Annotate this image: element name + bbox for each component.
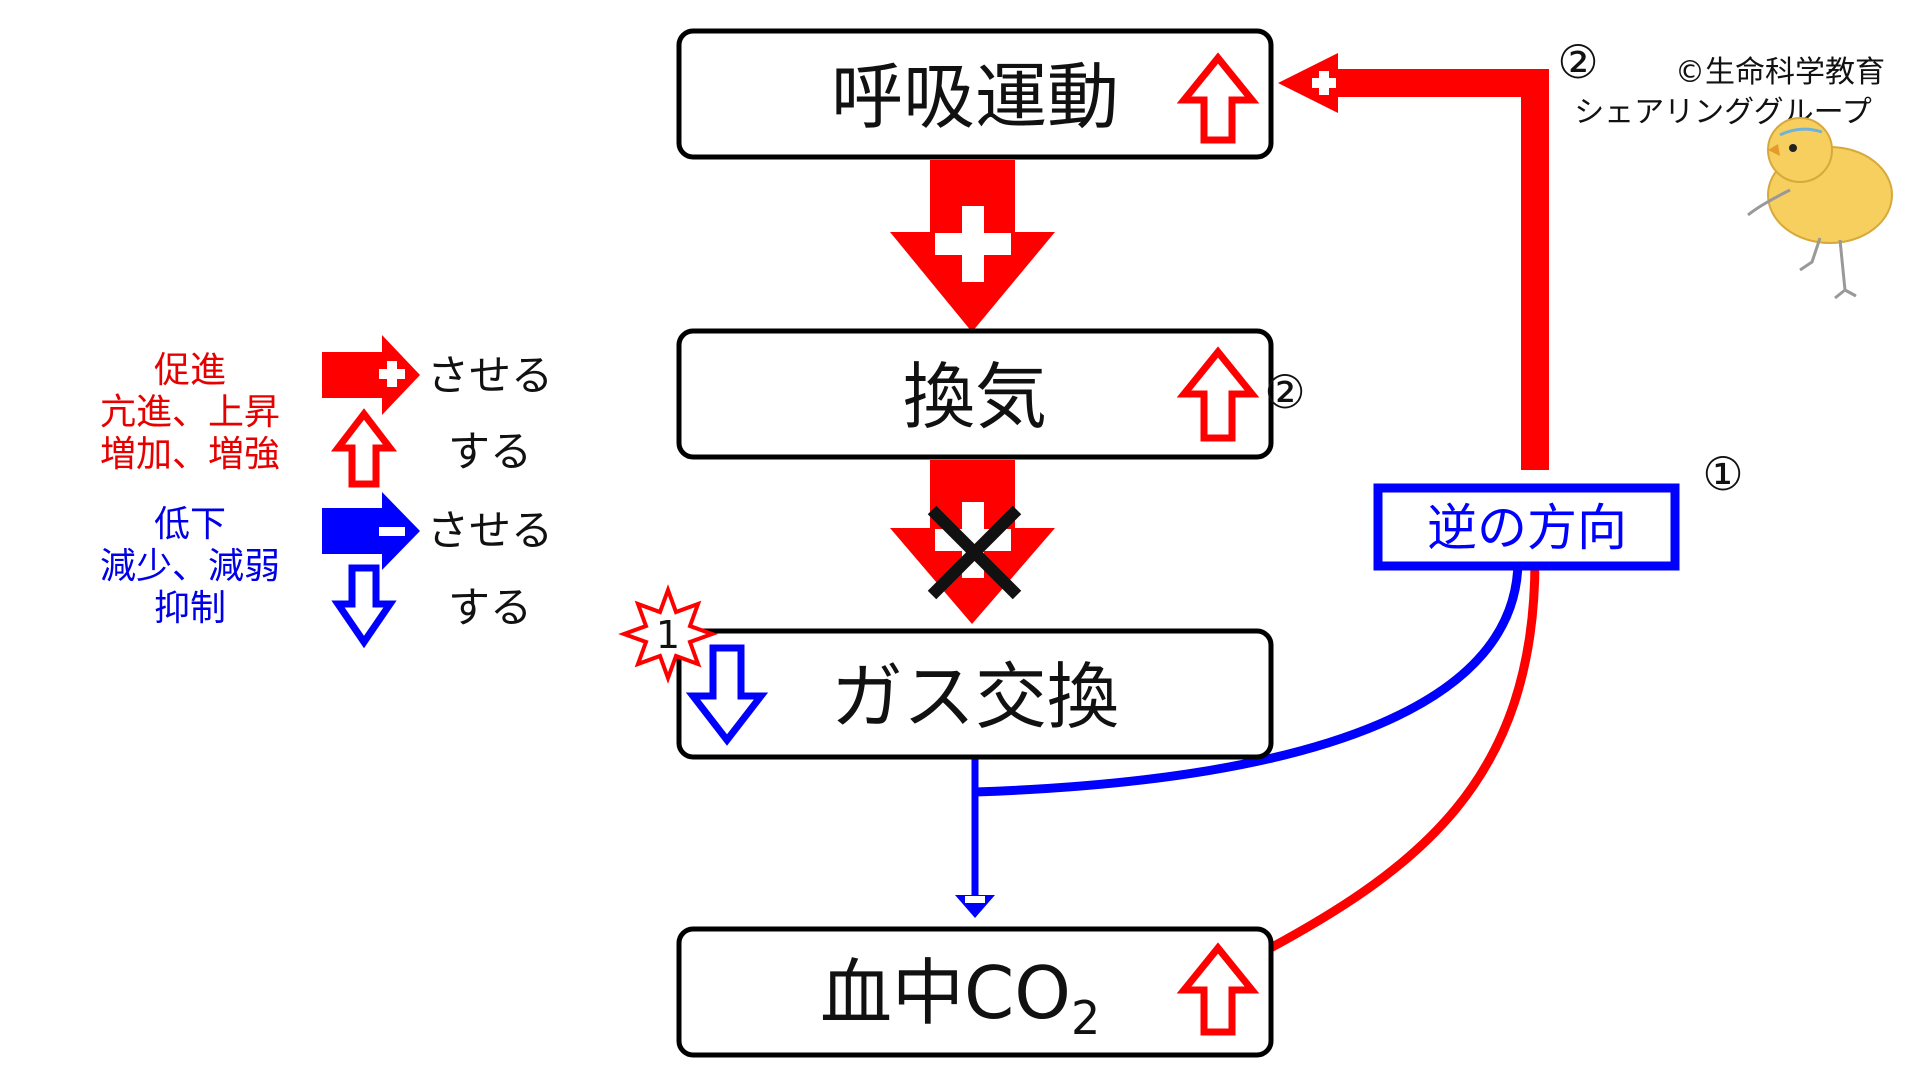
legend-minus-arrow-icon bbox=[322, 492, 420, 570]
legend-blue-term-3: 抑制 bbox=[154, 588, 226, 629]
credit-line2: シェアリンググループ bbox=[1574, 95, 1872, 130]
legend-blue-term-2: 減少、減弱 bbox=[100, 546, 280, 587]
legend-red-self: する bbox=[448, 427, 532, 476]
box-label-respiratory: 呼吸運動 bbox=[831, 55, 1119, 139]
legend-down-arrow-icon bbox=[331, 564, 397, 649]
box-label-ventilation: 換気 bbox=[903, 355, 1047, 439]
cross-icon bbox=[927, 505, 1022, 600]
legend-up-arrow-icon bbox=[330, 408, 398, 488]
up-arrow-icon bbox=[1176, 942, 1260, 1036]
legend-blue-term-1: 低下 bbox=[154, 504, 226, 545]
feedback-blue-curve bbox=[974, 559, 1523, 797]
marker-ventilation: ② bbox=[1264, 365, 1305, 419]
feedback-red-curve bbox=[1245, 559, 1540, 964]
legend-blue-cause: させる bbox=[427, 506, 553, 555]
chick-illustration bbox=[1747, 117, 1893, 300]
box-label-gas-exchange: ガス交換 bbox=[831, 655, 1119, 739]
reverse-direction-label: 逆の方向 bbox=[1427, 499, 1627, 557]
plus-arrow-icon bbox=[890, 160, 1055, 332]
reverse-direction-box: 逆の方向 bbox=[1373, 483, 1680, 571]
feedback-red-line bbox=[1335, 69, 1549, 470]
blocked-plus-arrow bbox=[890, 460, 1055, 624]
box-label-blood-co2: 血中CO2 bbox=[820, 951, 1100, 1045]
down-arrow-icon bbox=[685, 644, 769, 746]
gas-to-blood-minus-arrowhead bbox=[955, 895, 995, 918]
box-blood-co2: 血中CO2 bbox=[676, 926, 1274, 1058]
credit-line1: ©生命科学教育 bbox=[1675, 55, 1885, 90]
box-gas-exchange: ガス交換 bbox=[676, 628, 1274, 760]
blood-co2-subscript: 2 bbox=[1071, 991, 1100, 1045]
box-ventilation: 換気 ② bbox=[676, 328, 1306, 460]
legend-red-term-1: 促進 bbox=[154, 350, 226, 391]
up-arrow-icon bbox=[1176, 52, 1260, 144]
starburst-number: 1 bbox=[656, 613, 680, 657]
legend-blue-self: する bbox=[448, 583, 532, 632]
marker-top-right: ② bbox=[1557, 35, 1598, 89]
box-respiratory-movement: 呼吸運動 bbox=[676, 28, 1274, 160]
legend-red-term-3: 増加、増強 bbox=[100, 434, 280, 475]
feedback-plus-arrowhead bbox=[1278, 53, 1338, 113]
up-arrow-icon bbox=[1176, 346, 1260, 442]
starburst-icon: 1 bbox=[618, 584, 718, 684]
legend: 促進 亢進、上昇 増加、増強 させる する 低下 減少、減弱 抑制 させる する bbox=[100, 335, 553, 649]
blood-co2-main: 血中CO bbox=[820, 951, 1071, 1035]
legend-plus-arrow-icon bbox=[322, 335, 420, 415]
legend-red-cause: させる bbox=[427, 351, 553, 400]
marker-reverse: ① bbox=[1702, 447, 1743, 501]
legend-red-term-2: 亢進、上昇 bbox=[100, 392, 280, 433]
